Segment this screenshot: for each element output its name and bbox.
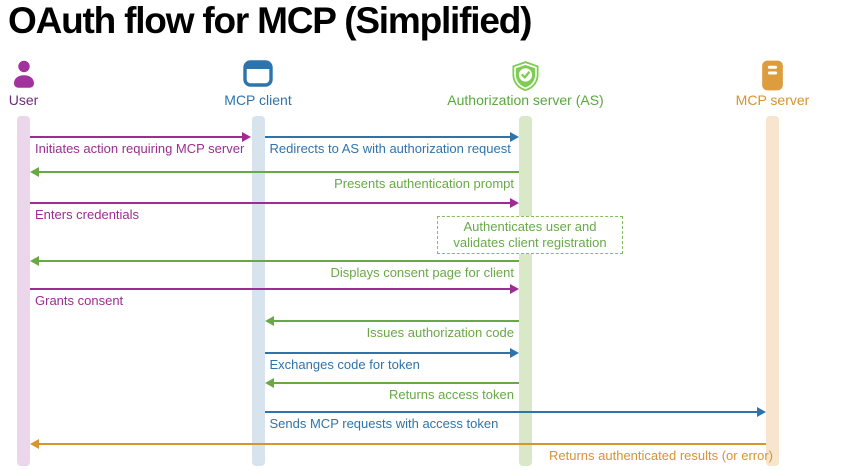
message-line: [264, 136, 511, 139]
message-arrowhead: [509, 348, 519, 358]
message-arrowhead: [264, 316, 274, 326]
message-arrowhead: [30, 167, 39, 177]
message-label: Enters credentials: [35, 207, 140, 222]
diagram-title: OAuth flow for MCP (Simplified): [8, 0, 532, 41]
shield-check-icon: [510, 60, 541, 92]
message-label: Displays consent page for client: [330, 265, 514, 280]
message-line: [30, 136, 244, 139]
message-arrowhead: [509, 132, 519, 142]
note-line: validates client registration: [453, 235, 607, 250]
lifeline-auth_server: [519, 116, 532, 466]
message-line: [272, 320, 519, 323]
note-line: Authenticates user and: [463, 219, 597, 234]
actor-label-user: User: [8, 92, 39, 108]
message-arrowhead: [30, 256, 39, 266]
message-line: [272, 382, 519, 385]
user-icon: [11, 60, 37, 89]
message-label: Issues authorization code: [366, 325, 514, 340]
message-arrowhead: [264, 378, 274, 388]
message-label: Presents authentication prompt: [334, 176, 514, 191]
message-arrowhead: [509, 284, 519, 294]
lifeline-mcp_server: [766, 116, 779, 466]
message-line: [38, 260, 519, 263]
lifeline-user: [17, 116, 30, 466]
message-arrowhead: [30, 439, 39, 449]
server-icon: [761, 60, 784, 91]
actor-label-mcp_client: MCP client: [224, 92, 292, 108]
message-label: Grants consent: [35, 293, 124, 308]
message-arrowhead: [242, 132, 251, 142]
message-label: Exchanges code for token: [269, 357, 420, 372]
browser-icon: [243, 60, 273, 87]
actor-label-mcp_server: MCP server: [735, 92, 810, 108]
message-line: [264, 352, 511, 355]
lifeline-mcp_client: [251, 116, 265, 466]
message-line: [38, 443, 766, 446]
message-line: [38, 171, 519, 174]
message-line: [30, 288, 511, 291]
message-line: [264, 411, 758, 414]
message-label: Returns access token: [388, 387, 514, 402]
message-label: Sends MCP requests with access token: [269, 416, 499, 431]
message-label: Returns authenticated results (or error): [549, 448, 773, 463]
message-label: Initiates action requiring MCP server: [35, 141, 245, 156]
message-label: Redirects to AS with authorization reque…: [269, 141, 511, 156]
message-arrowhead: [756, 407, 766, 417]
message-arrowhead: [509, 198, 519, 208]
actor-label-auth_server: Authorization server (AS): [447, 92, 604, 108]
message-line: [30, 202, 511, 205]
